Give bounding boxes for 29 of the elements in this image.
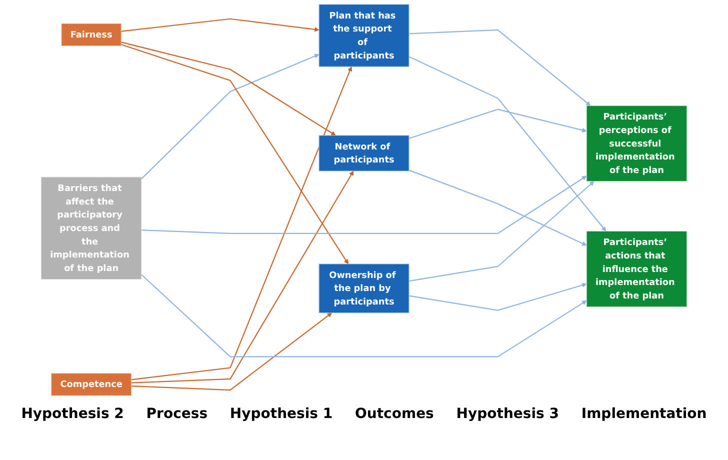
arrow bbox=[141, 176, 587, 234]
arrow bbox=[131, 312, 332, 391]
text-label: Process bbox=[146, 406, 208, 422]
arrow bbox=[121, 42, 336, 136]
node-box: Competence bbox=[51, 373, 132, 396]
arrow bbox=[120, 44, 348, 264]
arrow bbox=[408, 181, 594, 282]
arrow bbox=[408, 29, 591, 106]
node-box: Barriers that affect the participatory process and the implementation of the plan bbox=[40, 176, 142, 280]
arrow bbox=[131, 66, 352, 380]
arrow bbox=[140, 54, 320, 180]
arrow bbox=[408, 282, 587, 311]
arrow bbox=[131, 170, 354, 384]
arrow bbox=[408, 108, 587, 140]
node-box: Fairness bbox=[61, 23, 122, 46]
node-box: Plan that has the support of participants bbox=[318, 4, 410, 67]
text-label: Hypothesis 2 bbox=[21, 406, 124, 422]
node-box: Participants’ actions that influence the implementation of the plan bbox=[586, 230, 688, 307]
text-label: Hypothesis 3 bbox=[456, 406, 559, 422]
node-box: Network of participants bbox=[318, 135, 410, 172]
text-label: Implementation bbox=[581, 406, 707, 422]
node-box: Ownership of the plan by participants bbox=[318, 264, 410, 314]
arrow bbox=[121, 18, 320, 32]
arrow bbox=[408, 56, 606, 232]
text-label: Outcomes bbox=[355, 406, 434, 422]
arrow bbox=[408, 170, 587, 246]
arrow bbox=[141, 274, 587, 358]
text-label: Hypothesis 1 bbox=[230, 406, 333, 422]
node-box: Participants’ perceptions of successful implementation of the plan bbox=[586, 105, 688, 182]
